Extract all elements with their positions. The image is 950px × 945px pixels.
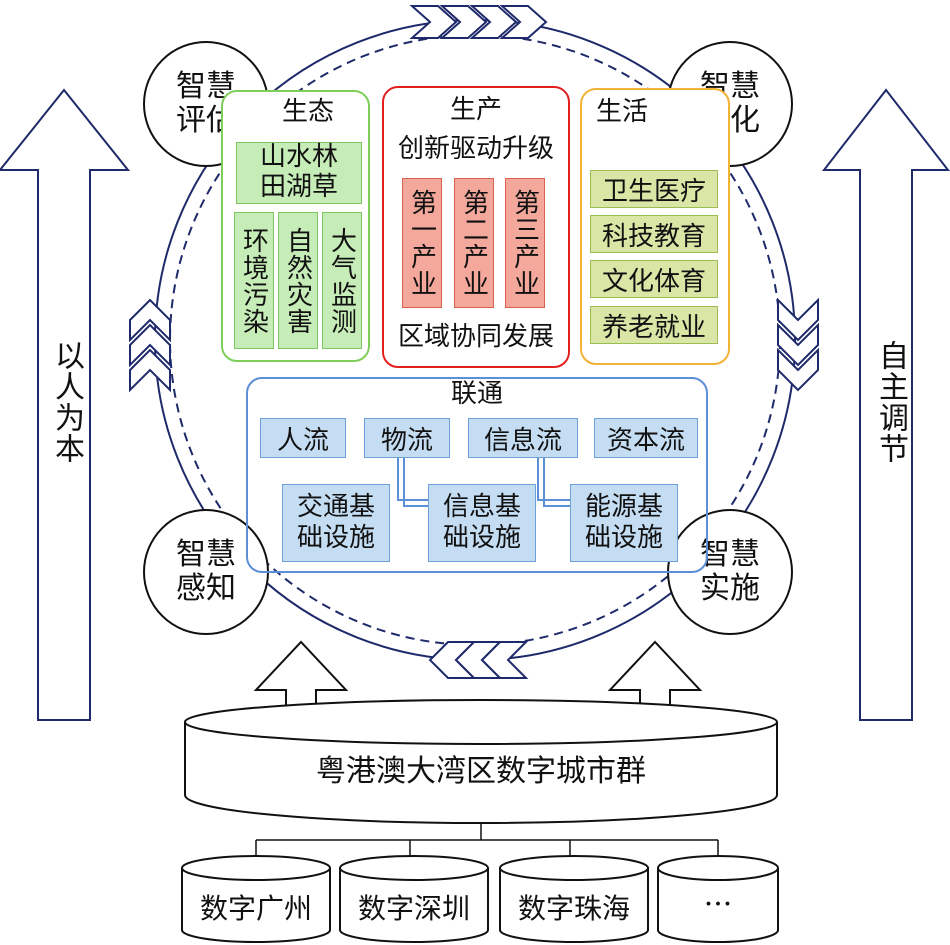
city-zhuhai: 数字珠海	[517, 892, 630, 925]
ecology-title: 生态	[282, 97, 335, 127]
production-footer: 区域协同发展	[397, 322, 554, 352]
connectivity-title: 联通	[450, 379, 503, 409]
production-col-1: 第一产业	[402, 178, 442, 308]
city-shenzhen: 数字深圳	[357, 892, 470, 925]
chevron-left-icon	[129, 298, 171, 393]
ecology-col-1: 环境污染	[234, 212, 274, 349]
left-arrow-label: 以人为本	[49, 340, 84, 464]
right-arrow-label: 自主调节	[873, 340, 908, 464]
infra-energy: 能源基 础设施	[570, 484, 678, 562]
chevron-bottom-icon	[428, 641, 529, 679]
production-col-2: 第二产业	[454, 178, 494, 308]
production-subtitle: 创新驱动升级	[397, 134, 554, 164]
ecology-col-3: 大气监测	[322, 212, 362, 349]
life-item-3: 文化体育	[590, 260, 718, 298]
life-item-1: 卫生医疗	[590, 170, 718, 208]
ecology-col-2: 自然灾害	[278, 212, 318, 349]
city-guangzhou: 数字广州	[199, 892, 312, 925]
node-smart-perception: 智慧 感知	[176, 536, 236, 606]
life-title: 生活	[596, 97, 649, 127]
infra-information: 信息基 础设施	[428, 484, 536, 562]
chevron-right-icon	[777, 297, 819, 392]
node-smart-implementation: 智慧 实施	[700, 536, 760, 606]
flow-information: 信息流	[468, 418, 578, 458]
flow-logistics: 物流	[364, 418, 450, 458]
life-item-4: 养老就业	[590, 306, 718, 344]
production-col-3: 第三产业	[505, 178, 545, 308]
connectivity-panel	[246, 377, 708, 573]
ecology-header: 山水林 田湖草	[236, 142, 362, 204]
right-side-arrow	[821, 88, 950, 721]
infra-transport: 交通基 础设施	[282, 484, 390, 562]
flow-people: 人流	[260, 418, 346, 458]
city-more-ellipsis: ···	[703, 887, 733, 922]
chevron-top-icon	[409, 5, 548, 39]
left-side-arrow	[0, 88, 131, 721]
production-title: 生产	[449, 95, 502, 125]
flow-capital: 资本流	[594, 418, 698, 458]
life-item-2: 科技教育	[590, 215, 718, 253]
platform-label: 粤港澳大湾区数字城市群	[316, 754, 646, 789]
